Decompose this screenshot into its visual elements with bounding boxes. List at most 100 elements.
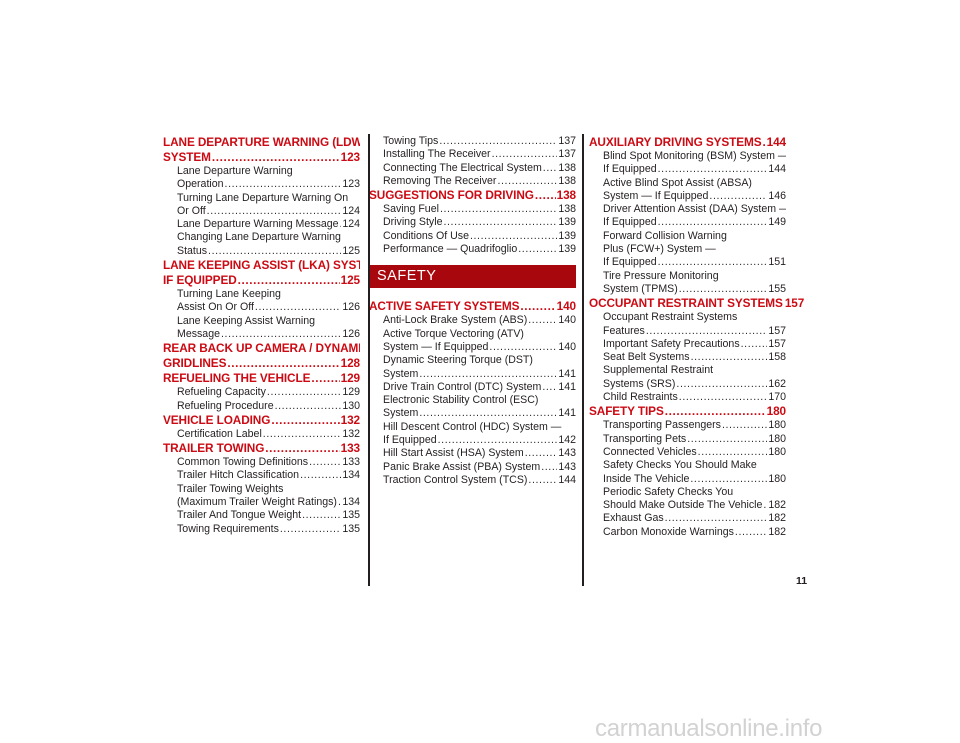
toc-entry[interactable]: Child Restraints170 <box>589 391 786 404</box>
toc-page-number: 129 <box>340 371 360 386</box>
toc-entry[interactable]: Traction Control System (TCS)144 <box>369 474 576 487</box>
toc-heading[interactable]: REFUELING THE VEHICLE129 <box>163 371 360 386</box>
toc-entry-title: IF EQUIPPED <box>163 273 237 288</box>
toc-entry-title: Inside The Vehicle <box>603 472 690 485</box>
toc-heading[interactable]: LANE DEPARTURE WARNING (LDW)SYSTEM123 <box>163 135 360 165</box>
toc-entry-title-line: Forward Collision Warning <box>603 229 727 242</box>
toc-entry-title-line: Occupant Restraint Systems <box>603 311 738 324</box>
toc-entry[interactable]: Lane Departure Warning Message124 <box>163 218 360 231</box>
toc-entry-title: Towing Tips <box>383 135 439 147</box>
dot-leader <box>658 256 768 269</box>
toc-heading[interactable]: SAFETY TIPS180 <box>589 404 786 419</box>
toc-page-number: 146 <box>768 189 786 202</box>
toc-entry[interactable]: Connected Vehicles 180 <box>589 446 786 459</box>
toc-entry-title: Conditions Of Use <box>383 229 469 242</box>
toc-heading[interactable]: SUGGESTIONS FOR DRIVING 138 <box>369 188 576 203</box>
toc-entry-row: Saving Fuel138 <box>383 203 576 216</box>
toc-page-number: 139 <box>558 229 576 242</box>
toc-entry[interactable]: Lane Keeping Assist WarningMessage126 <box>163 315 360 342</box>
toc-entry[interactable]: Changing Lane Departure WarningStatus125 <box>163 231 360 258</box>
toc-entry[interactable]: Drive Train Control (DTC) System141 <box>369 381 576 394</box>
toc-entry-row: Status125 <box>177 245 360 258</box>
toc-entry[interactable]: Panic Brake Assist (PBA) System143 <box>369 461 576 474</box>
toc-entry[interactable]: Transporting Passengers180 <box>589 419 786 432</box>
toc-entry[interactable]: Active Blind Spot Assist (ABSA)System — … <box>589 177 786 204</box>
toc-entry-row: If Equipped142 <box>383 434 576 447</box>
toc-entry-row: System141 <box>383 407 576 420</box>
toc-page-number: 138 <box>556 188 576 203</box>
toc-entry-row: Driving Style139 <box>383 216 576 229</box>
toc-entry-title: If Equipped <box>603 256 657 269</box>
dot-leader <box>492 148 558 161</box>
toc-entry[interactable]: Occupant Restraint SystemsFeatures157 <box>589 311 786 338</box>
toc-entry[interactable]: Exhaust Gas182 <box>589 512 786 525</box>
toc-entry-row: Conditions Of Use 139 <box>383 230 576 243</box>
toc-page-number: 157 <box>784 296 805 311</box>
toc-heading[interactable]: ACTIVE SAFETY SYSTEMS140 <box>369 299 576 314</box>
toc-entry[interactable]: Conditions Of Use 139 <box>369 230 576 243</box>
toc-entry[interactable]: Trailer And Tongue Weight135 <box>163 509 360 522</box>
toc-page-number: 180 <box>768 445 786 458</box>
toc-entry[interactable]: Seat Belt Systems158 <box>589 351 786 364</box>
toc-entry[interactable]: Active Torque Vectoring (ATV)System — If… <box>369 328 576 355</box>
toc-heading[interactable]: AUXILIARY DRIVING SYSTEMS144 <box>589 135 786 150</box>
toc-entry[interactable]: Dynamic Steering Torque (DST)System141 <box>369 354 576 381</box>
dot-leader <box>676 378 767 391</box>
toc-entry[interactable]: Transporting Pets180 <box>589 433 786 446</box>
toc-entry[interactable]: Lane Departure WarningOperation123 <box>163 165 360 192</box>
toc-entry-row: (Maximum Trailer Weight Ratings)134 <box>177 496 360 509</box>
toc-heading[interactable]: REAR BACK UP CAMERA / DYNAMICGRIDLINES12… <box>163 341 360 371</box>
dot-leader <box>275 400 342 413</box>
toc-page-number: 142 <box>558 434 576 447</box>
toc-entry[interactable]: Common Towing Definitions133 <box>163 456 360 469</box>
toc-page-number: 124 <box>342 218 360 231</box>
toc-entry[interactable]: Anti-Lock Brake System (ABS)140 <box>369 314 576 327</box>
toc-entry-title: Connected Vehicles <box>603 445 697 458</box>
toc-entry[interactable]: Hill Start Assist (HSA) System143 <box>369 447 576 460</box>
toc-entry-title-line: Turning Lane Keeping <box>177 288 281 301</box>
toc-entry-title: Transporting Passengers <box>603 419 721 432</box>
toc-entry[interactable]: Hill Descent Control (HDC) System —If Eq… <box>369 421 576 448</box>
toc-column-3: AUXILIARY DRIVING SYSTEMS144Blind Spot M… <box>589 135 804 539</box>
toc-entry[interactable]: Performance — Quadrifoglio139 <box>369 243 576 256</box>
toc-entry[interactable]: Saving Fuel138 <box>369 203 576 216</box>
toc-entry-title: Saving Fuel <box>383 203 439 216</box>
toc-entry[interactable]: Trailer Hitch Classification134 <box>163 469 360 482</box>
toc-page-number: 144 <box>766 135 786 149</box>
toc-entry[interactable]: Important Safety Precautions157 <box>589 338 786 351</box>
toc-entry[interactable]: Trailer Towing Weights(Maximum Trailer W… <box>163 483 360 510</box>
toc-entry[interactable]: Towing Requirements135 <box>163 523 360 536</box>
toc-entry[interactable]: Refueling Procedure130 <box>163 400 360 413</box>
toc-entry-row: REFUELING THE VEHICLE129 <box>163 371 360 386</box>
toc-entry-title: SUGGESTIONS FOR DRIVING <box>369 188 534 203</box>
toc-heading[interactable]: TRAILER TOWING133 <box>163 441 360 456</box>
toc-entry-title: Seat Belt Systems <box>603 351 690 364</box>
dot-leader <box>271 413 339 428</box>
toc-entry[interactable]: Towing Tips137 <box>369 135 576 148</box>
toc-entry[interactable]: Installing The Receiver137 <box>369 148 576 161</box>
toc-entry[interactable]: Refueling Capacity129 <box>163 386 360 399</box>
toc-entry[interactable]: Certification Label132 <box>163 428 360 441</box>
toc-entry[interactable]: Blind Spot Monitoring (BSM) System —If E… <box>589 150 786 177</box>
column-divider <box>582 134 584 586</box>
dot-leader <box>470 230 557 243</box>
toc-entry[interactable]: Removing The Receiver138 <box>369 175 576 188</box>
dot-leader <box>709 190 767 203</box>
toc-page-number: 126 <box>342 327 360 340</box>
toc-heading[interactable]: VEHICLE LOADING132 <box>163 413 360 428</box>
toc-heading[interactable]: LANE KEEPING ASSIST (LKA) SYSTEM —IF EQU… <box>163 258 360 288</box>
toc-entry[interactable]: Driver Attention Assist (DAA) System —If… <box>589 203 786 230</box>
toc-entry[interactable]: Electronic Stability Control (ESC)System… <box>369 394 576 421</box>
toc-entry[interactable]: Carbon Monoxide Warnings182 <box>589 526 786 539</box>
toc-entry[interactable]: Connecting The Electrical System138 <box>369 162 576 175</box>
toc-entry[interactable]: Driving Style139 <box>369 216 576 229</box>
toc-entry-title-line: Periodic Safety Checks You <box>603 485 734 498</box>
